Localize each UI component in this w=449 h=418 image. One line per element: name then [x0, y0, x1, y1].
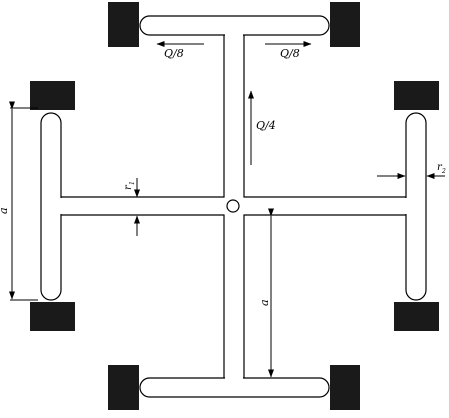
- label-r2: r 2: [437, 162, 446, 175]
- block-bottom-left: [108, 365, 139, 410]
- header-top: [139, 15, 330, 36]
- channel-outline: [61, 35, 406, 378]
- block-top-left: [108, 2, 139, 47]
- svg-text:r: r: [437, 162, 443, 173]
- label-r1: r 1: [123, 181, 136, 190]
- svg-text:2: 2: [441, 168, 446, 175]
- block-bottom-right: [330, 365, 360, 410]
- channel-joints: [59, 33, 408, 380]
- flow-arrows: [156, 41, 312, 165]
- label-q8-right: Q/8: [280, 47, 300, 60]
- header-pipes: [40, 15, 427, 398]
- block-left-top: [30, 81, 75, 110]
- block-right-top: [394, 81, 439, 110]
- block-left-bottom: [30, 302, 75, 331]
- end-blocks: [30, 2, 439, 410]
- svg-text:r: r: [123, 184, 134, 190]
- header-right: [405, 112, 427, 301]
- label-q4: Q/4: [256, 119, 276, 132]
- block-top-right: [330, 2, 360, 47]
- header-bottom: [139, 377, 330, 398]
- header-left: [40, 112, 62, 301]
- label-a-left: a: [0, 207, 10, 214]
- dimensions: [9, 101, 445, 379]
- central-inlet-circle: [226, 199, 240, 213]
- label-a-bottom: a: [258, 299, 271, 306]
- label-q8-left: Q/8: [164, 47, 184, 60]
- svg-text:1: 1: [129, 181, 136, 185]
- block-right-bottom: [394, 302, 439, 331]
